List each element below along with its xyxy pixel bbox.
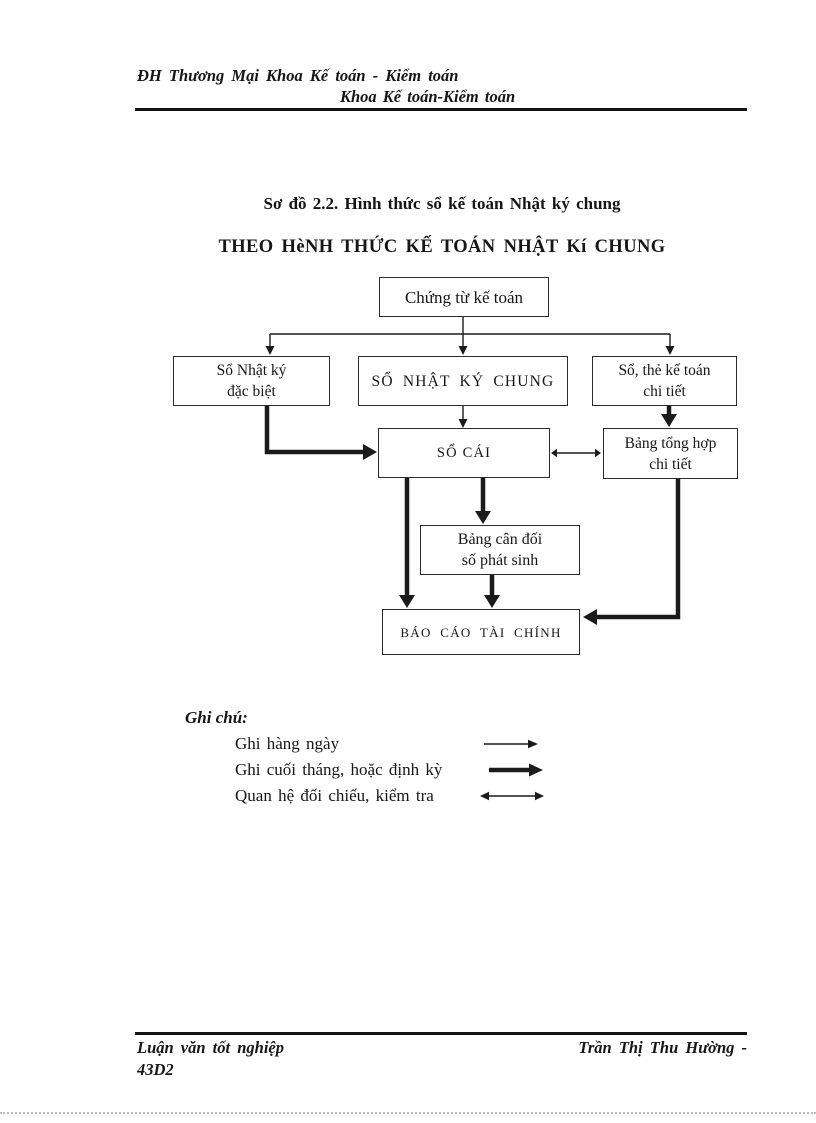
page-bottom-dotted-rule <box>0 1112 816 1114</box>
box-label: BÁO CÁO TÀI CHÍNH <box>400 624 562 640</box>
footer-left-line2: 43D2 <box>137 1060 174 1079</box>
box-so-cai: SỔ CÁI <box>378 428 550 478</box>
thick-arrow-icon <box>489 763 543 777</box>
box-label-line1: Bảng cân đối <box>457 531 543 548</box>
legend-label: Ghi hàng ngày <box>235 734 340 753</box>
diagram-heading: THEO HèNH THỨC KẾ TOÁN NHẬT Kí CHUNG <box>218 237 666 257</box>
footer-row: Luận văn tốt nghiệp Trần Thị Thu Hường - <box>137 1038 747 1058</box>
box-chung-tu-ke-toan: Chứng từ kế toán <box>379 277 549 317</box>
footer-rule <box>135 1032 747 1035</box>
footer-right: Trần Thị Thu Hường - <box>578 1038 747 1057</box>
box-label-line2: chi tiết <box>649 455 692 473</box>
box-so-nhat-ky-chung: SỔ NHẬT KÝ CHUNG <box>358 356 568 406</box>
box-bang-can-doi-so-phat-sinh: Bảng cân đối số phát sinh <box>420 525 580 575</box>
header-line1: ĐH Thương Mại Khoa Kế toán - Kiểm toán <box>137 66 459 85</box>
header-rule <box>135 108 747 111</box>
box-label: SỔ NHẬT KÝ CHUNG <box>371 372 555 390</box>
legend-item-reconcile: Quan hệ đối chiếu, kiểm tra <box>235 786 544 808</box>
box-so-the-ke-toan-chi-tiet: Sổ, thẻ kế toán chi tiết <box>592 356 737 406</box>
header-line2: Khoa Kế toán-Kiểm toán <box>340 87 516 106</box>
double-arrow-icon <box>480 791 544 801</box>
legend-title: Ghi chú: <box>185 708 248 727</box>
legend-item-daily: Ghi hàng ngày <box>235 734 538 756</box>
box-label-line1: Sổ, thẻ kế toán <box>618 362 711 379</box>
diagram-caption: Sơ đồ 2.2. Hình thức sổ kế toán Nhật ký … <box>263 194 621 213</box>
box-label-line1: Bảng tổng hợp <box>624 434 717 452</box>
legend-label: Ghi cuối tháng, hoặc định kỳ <box>235 760 443 779</box>
box-label: Chứng từ kế toán <box>404 287 524 307</box>
legend-item-monthly: Ghi cuối tháng, hoặc định kỳ <box>235 760 543 782</box>
thin-arrow-icon <box>484 739 538 749</box>
box-label-line1: Sổ Nhật ký <box>216 362 287 379</box>
box-label-line2: đặc biệt <box>227 383 276 400</box>
box-bao-cao-tai-chinh: BÁO CÁO TÀI CHÍNH <box>382 609 580 655</box>
box-label-line2: số phát sinh <box>461 552 539 569</box>
legend-label: Quan hệ đối chiếu, kiểm tra <box>235 786 434 805</box>
box-bang-tong-hop-chi-tiet: Bảng tổng hợp chi tiết <box>603 428 738 479</box>
box-so-nhat-ky-dac-biet: Sổ Nhật ký đặc biệt <box>173 356 330 406</box>
box-label-line2: chi tiết <box>643 383 686 400</box>
box-label: SỔ CÁI <box>436 444 492 461</box>
footer-left: Luận văn tốt nghiệp <box>137 1038 284 1057</box>
